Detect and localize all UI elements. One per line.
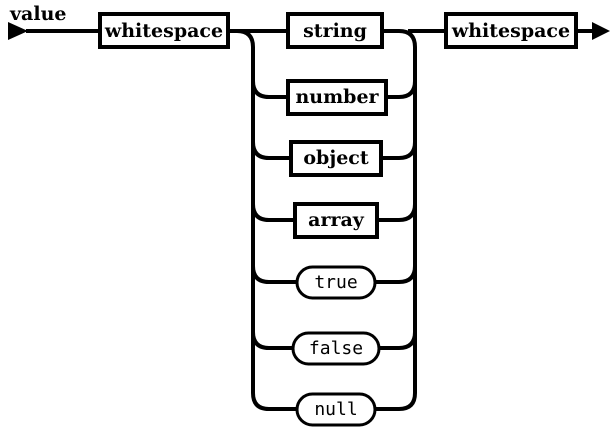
node-true-pill[interactable] <box>295 265 377 300</box>
rail-branch-left-number <box>251 80 288 99</box>
node-null-pill[interactable] <box>295 392 377 427</box>
node-whitespace-left-label: whitespace <box>104 20 223 42</box>
node-array-box[interactable] <box>293 202 379 239</box>
start-arrowhead-icon <box>8 22 28 40</box>
node-string-box[interactable] <box>286 12 384 49</box>
rail-branch-left-object <box>251 141 291 160</box>
rail-branch-left-true <box>251 265 297 284</box>
rail-branch-left-false <box>251 331 293 350</box>
rail-branch-left-array <box>251 203 295 222</box>
node-null-label: null <box>314 399 357 420</box>
node-false-label: false <box>309 338 363 359</box>
rail-branch-left-trunk <box>236 29 270 411</box>
rail-branch-right-number <box>386 80 417 99</box>
diagram-title: value <box>9 3 66 25</box>
node-false-pill[interactable] <box>291 331 381 366</box>
node-object-box[interactable] <box>289 140 383 177</box>
node-whitespace-right-label: whitespace <box>451 20 570 42</box>
node-true-label: true <box>314 272 357 293</box>
node-object-label: object <box>303 147 368 169</box>
rail-branch-right-object <box>381 141 417 160</box>
end-arrowhead-icon <box>592 22 610 40</box>
rail-branch-right-true <box>375 265 417 284</box>
node-number-label: number <box>295 86 379 108</box>
node-string-label: string <box>303 20 367 42</box>
rail-branch-right-array <box>377 203 417 222</box>
node-array-label: array <box>308 209 365 231</box>
rail-branch-right-false <box>379 331 417 350</box>
rail-branch-right-trunk <box>375 29 417 411</box>
node-number-box[interactable] <box>286 79 388 116</box>
